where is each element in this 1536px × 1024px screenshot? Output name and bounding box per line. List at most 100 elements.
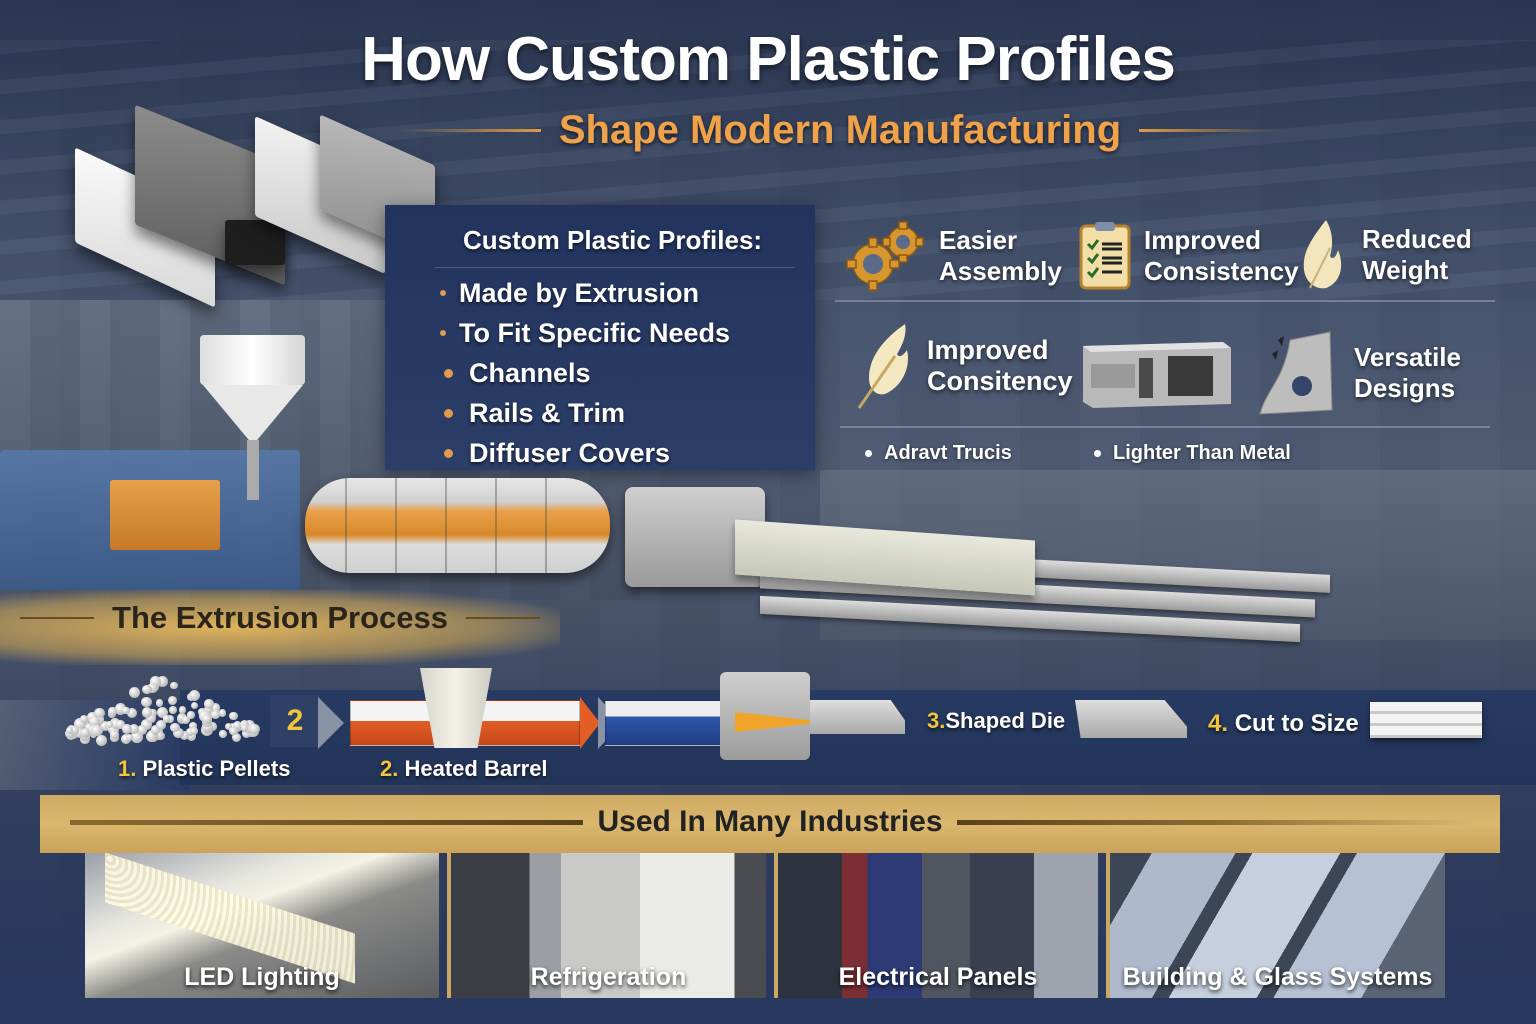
industry-label: Electrical Panels	[838, 963, 1038, 991]
industry-building-glass: Building & Glass Systems	[1106, 853, 1445, 998]
pellet	[94, 707, 105, 718]
gears-icon	[846, 221, 924, 291]
pellet	[187, 711, 195, 719]
info-item-text: To Fit Specific Needs	[459, 317, 731, 348]
pellet	[218, 729, 228, 739]
pellet	[127, 708, 137, 719]
industry-refrigeration: Refrigeration	[446, 853, 766, 998]
step-number: 1.	[118, 756, 137, 781]
benefit-line2: Weight	[1362, 255, 1449, 285]
pellet	[74, 728, 84, 738]
checklist-icon	[1079, 222, 1131, 290]
process-step: 1. Plastic Pellets	[118, 756, 290, 782]
barrel-segment	[345, 478, 347, 573]
channel-opening	[225, 220, 285, 265]
pellet	[108, 707, 117, 716]
step-number: 2.	[380, 756, 399, 781]
pellet	[146, 712, 156, 723]
pellet	[173, 727, 184, 739]
pellet	[88, 715, 100, 728]
melt-flow-icon	[735, 712, 825, 732]
bullet-dot	[444, 368, 453, 378]
benefit-bullet: Adravt Trucis	[865, 442, 1012, 465]
benefit-line2: Consistency	[1144, 256, 1299, 286]
chevron-arrow-icon	[318, 697, 344, 749]
pellet	[110, 730, 119, 739]
pellet	[202, 714, 213, 724]
benefit-versatile-designs: Versatile Designs	[1258, 330, 1461, 416]
pellet	[146, 730, 159, 743]
info-panel: Custom Plastic Profiles: Made by Extrusi…	[385, 205, 815, 470]
pellet	[74, 717, 87, 730]
benefit-line1: Improved	[1144, 225, 1262, 255]
pellet	[141, 707, 153, 718]
pellet	[191, 702, 199, 710]
bullet-dot	[1094, 450, 1101, 457]
pellet	[168, 706, 177, 715]
info-item-text: Diffuser Covers	[469, 437, 671, 468]
step-marker: 2	[270, 695, 320, 747]
process-step: 4. Cut to Size	[1208, 710, 1359, 738]
pellet	[149, 676, 162, 688]
profiles-illustration	[75, 104, 445, 308]
pellet	[136, 725, 148, 736]
pellet	[156, 706, 168, 718]
info-panel-title: Custom Plastic Profiles:	[463, 225, 763, 255]
industry-led-lighting: LED Lighting	[85, 853, 439, 998]
step-label: Plastic Pellets	[142, 756, 291, 781]
pellet	[156, 720, 167, 731]
pellet	[224, 723, 233, 731]
info-item: Made by Extrusion	[440, 273, 730, 313]
cut-profiles-icon	[1370, 702, 1482, 738]
pellet	[126, 733, 134, 741]
pellet	[240, 724, 249, 732]
industries-title: Used In Many Industries	[597, 805, 943, 838]
benefit-bullet-text: Adravt Trucis	[884, 442, 1012, 464]
barrel-segment	[445, 478, 447, 573]
info-divider	[435, 267, 795, 268]
pellet	[218, 709, 227, 717]
pellet	[70, 726, 79, 735]
benefit-reduced-weight: Reduced Weight	[1298, 218, 1472, 292]
pellet	[211, 710, 220, 719]
benefit-improved-consistency: Improved Consistency	[1078, 220, 1299, 292]
shaped-profile-icon	[1075, 700, 1187, 738]
pellet	[141, 696, 152, 708]
bullet-dot	[444, 408, 453, 418]
step-number: 3.	[927, 708, 946, 733]
benefit-bullet-text: Lighter Than Metal	[1113, 442, 1291, 464]
pellet	[204, 699, 214, 709]
bullet-dot	[440, 290, 446, 296]
step-label: Heated Barrel	[404, 756, 548, 781]
pellet	[95, 734, 108, 747]
pellet	[147, 682, 158, 694]
pellet	[181, 715, 191, 725]
pellet	[157, 676, 168, 687]
info-list: Made by Extrusion To Fit Specific Needs …	[440, 273, 730, 473]
benefit-label: Improved Consitency	[927, 335, 1073, 397]
process-title-row: The Extrusion Process	[20, 600, 541, 636]
pellet	[189, 689, 201, 701]
process-step: 3.Shaped Die	[927, 708, 1065, 734]
info-item: Diffuser Covers	[440, 433, 730, 473]
benefit-line1: Easier	[939, 225, 1018, 255]
pellet	[229, 711, 238, 721]
benefit-line2: Consitency	[927, 366, 1073, 396]
pellet	[232, 721, 242, 731]
process-title: The Extrusion Process	[112, 600, 448, 635]
barrel-segment	[545, 478, 547, 573]
pellet	[190, 727, 199, 736]
pellet	[81, 728, 91, 738]
benefit-line1: Improved	[927, 335, 1049, 365]
pellet	[229, 726, 238, 735]
subtitle-row: Shape Modern Manufacturing	[400, 108, 1280, 153]
barrel-segment	[495, 478, 497, 573]
subtitle-rule-left	[400, 129, 541, 132]
process-rule-right	[465, 617, 541, 619]
benefit-line2: Designs	[1354, 373, 1456, 403]
profile-section-icon	[1083, 342, 1231, 408]
benefit-bullet: Lighter Than Metal	[1094, 442, 1291, 465]
benefit-label: Easier Assembly	[939, 225, 1062, 287]
pellet	[142, 684, 152, 695]
pellet	[141, 719, 152, 731]
